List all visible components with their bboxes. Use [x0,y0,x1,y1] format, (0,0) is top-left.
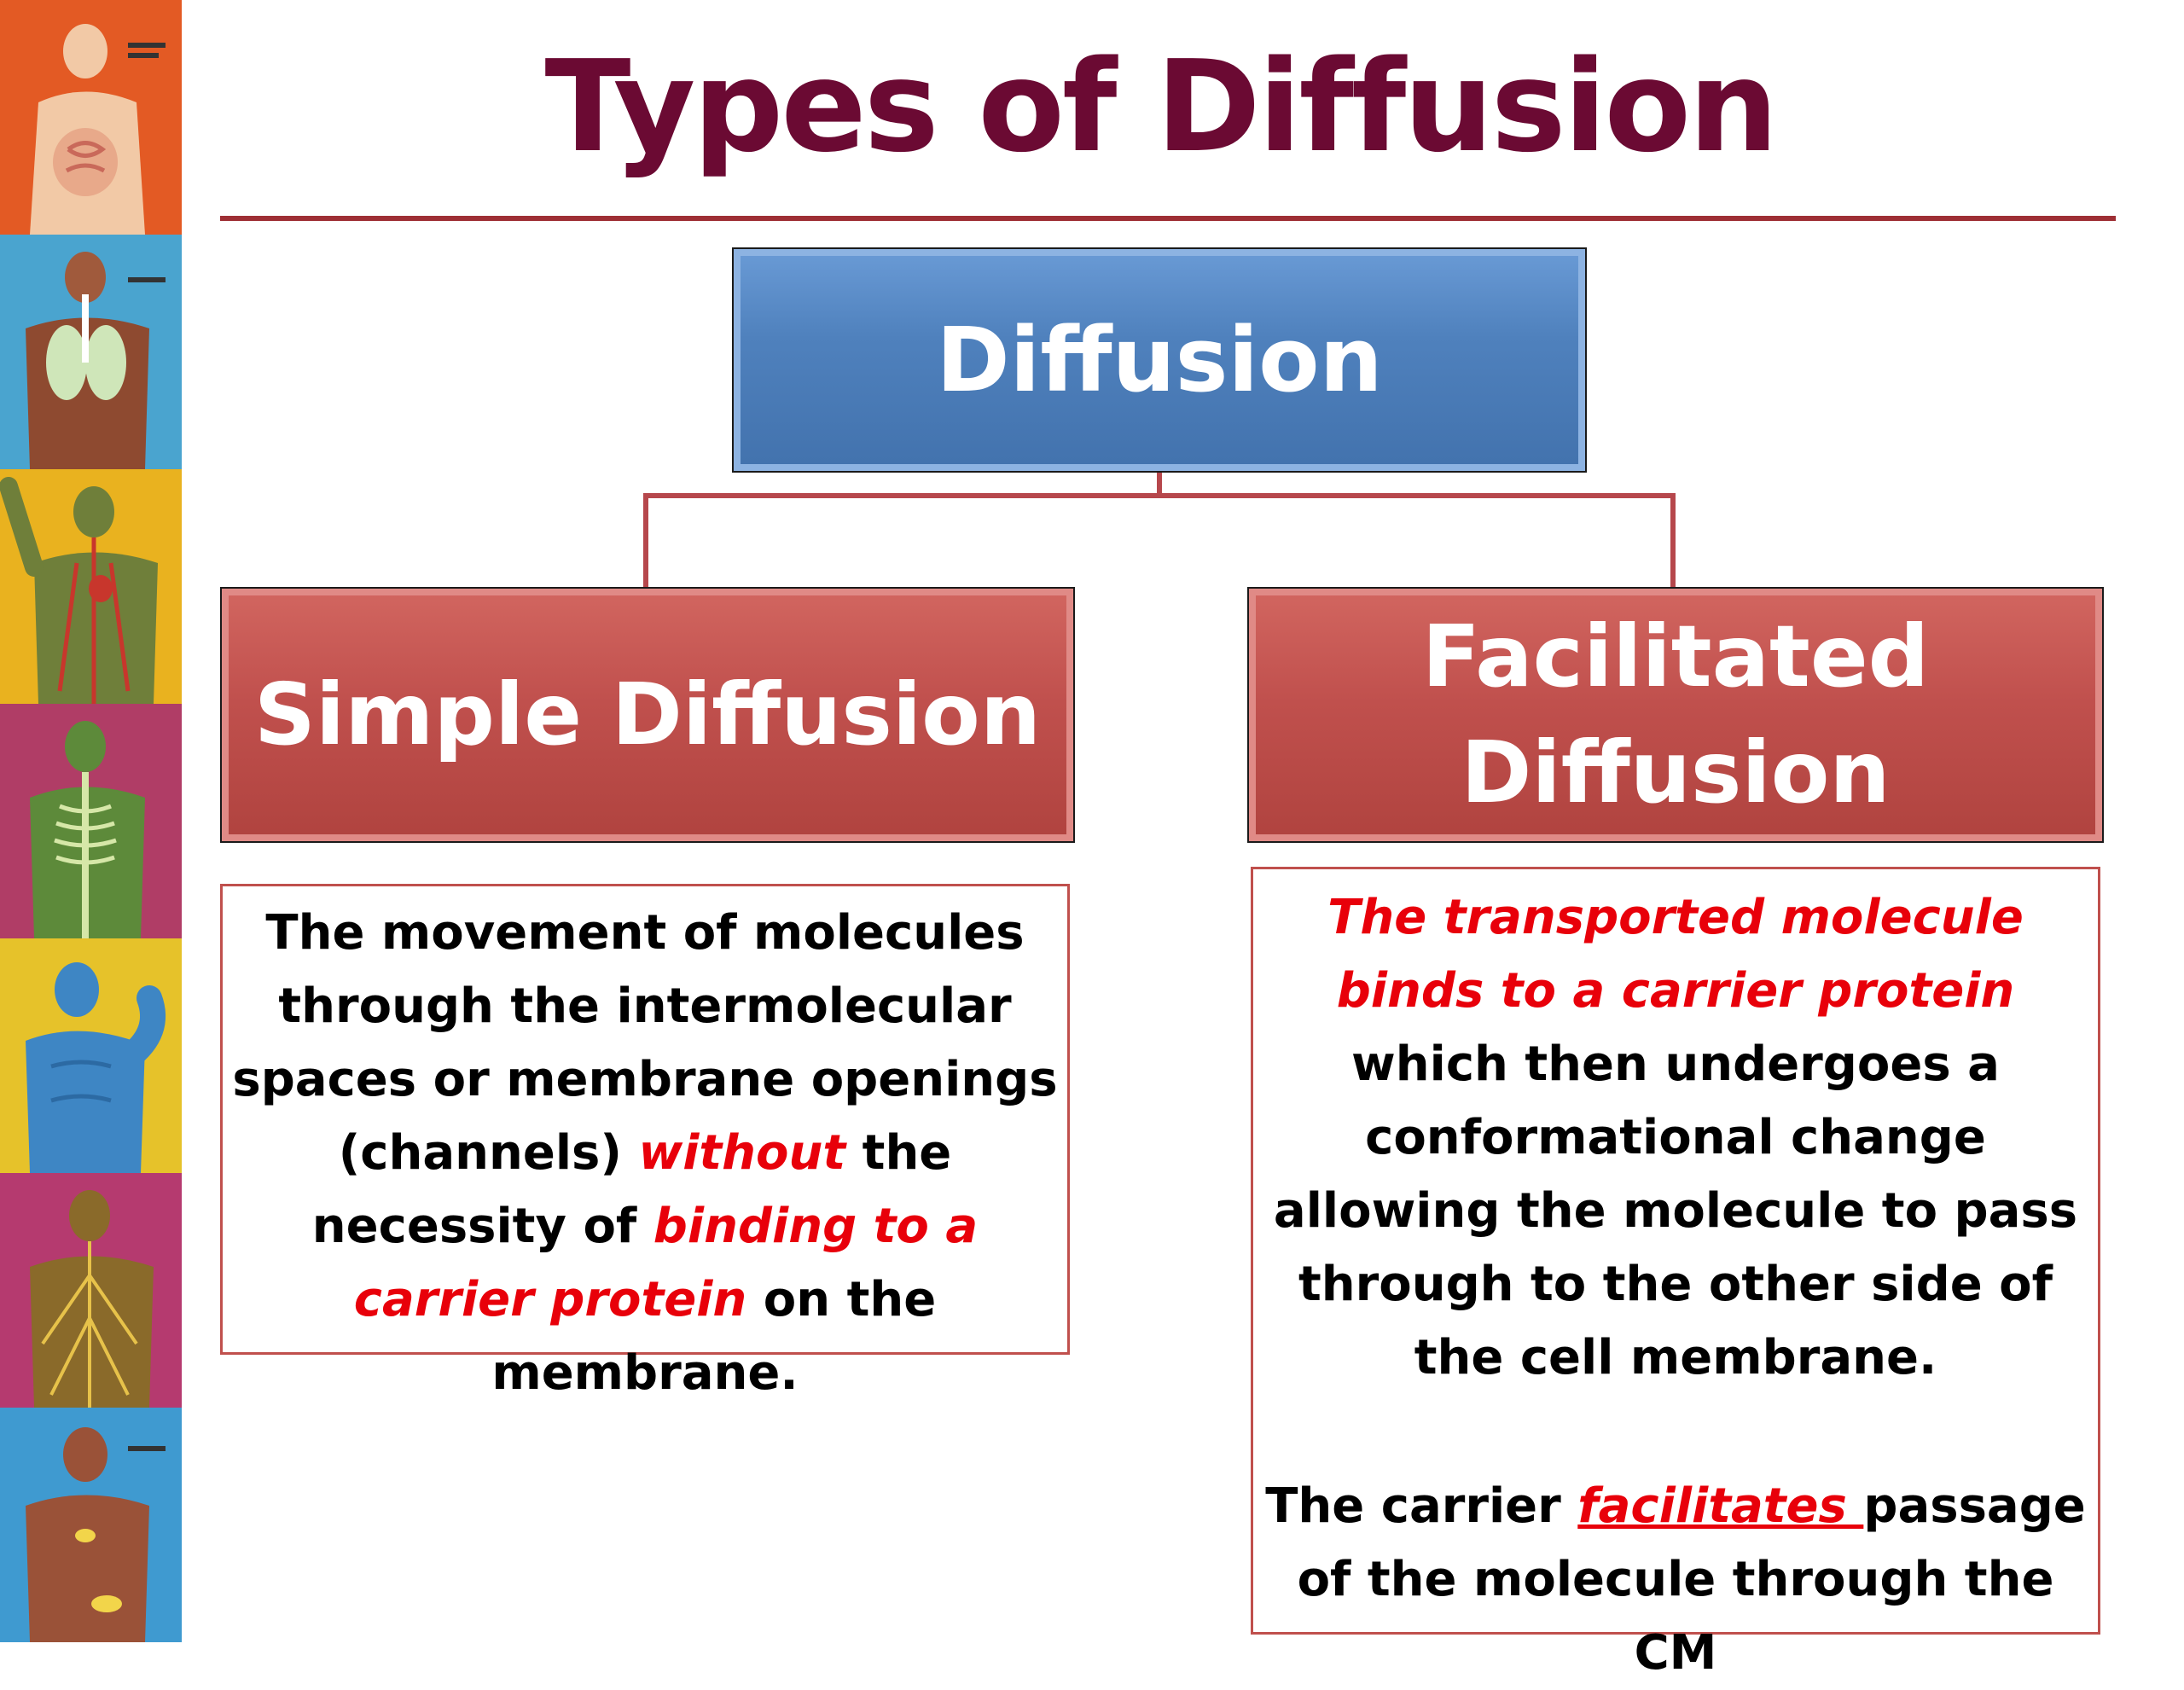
desc-text: on the membrane. [491,1272,937,1401]
connector-root-stem [1157,473,1162,495]
desc-highlight: binding to a carrier protein [353,1199,979,1327]
desc-text: The movement of molecules through the in… [232,905,1058,1181]
facilitated-paragraph-1: The transported molecule binds to a carr… [1253,881,2098,1395]
simple-diffusion-description: The movement of molecules through the in… [220,884,1070,1401]
desc-text: The carrier [1265,1478,1578,1534]
facilitated-label-line1: Facilitated [1421,607,1930,706]
circulatory-system-figure-icon [0,469,182,704]
facilitated-label-line2: Diffusion [1461,723,1891,822]
nervous-system-panel [0,1173,182,1408]
connector-left-drop [643,493,648,587]
endocrine-system-figure-icon [0,1408,182,1642]
diffusion-root-label: Diffusion [936,308,1383,412]
desc-text: which then undergoes a conformational ch… [1273,1037,2078,1385]
facilitated-diffusion-description: The transported molecule binds to a carr… [1251,867,2100,1681]
desc-text: the necessity of [311,1125,952,1254]
desc-highlight: The transported molecule binds to a carr… [1327,890,2024,1019]
simple-diffusion-box: Simple Diffusion [220,587,1075,843]
facilitated-paragraph-2: The carrier facilitates passage of the m… [1253,1470,2098,1690]
connector-horizontal [643,493,1676,498]
skeletal-system-panel [0,704,182,938]
desc-highlight-underlined: facilitates [1577,1478,1864,1534]
skeletal-system-figure-icon [0,704,182,938]
diffusion-root-box: Diffusion [732,247,1587,473]
simple-diffusion-label: Simple Diffusion [253,665,1042,764]
slide-title: Types of Diffusion [544,33,1779,180]
respiratory-system-figure-icon [0,235,182,469]
facilitated-diffusion-label: Facilitated Diffusion [1422,599,1930,831]
desc-highlight: without [638,1125,846,1181]
connector-right-drop [1670,493,1676,587]
muscular-system-figure-icon [0,938,182,1173]
endocrine-system-panel [0,1408,182,1642]
nervous-system-figure-icon [0,1173,182,1408]
digestive-system-panel [0,0,182,235]
respiratory-system-panel [0,235,182,469]
muscular-system-panel [0,938,182,1173]
anatomy-poster-strip [0,0,182,1642]
circulatory-system-panel [0,469,182,704]
facilitated-diffusion-box: Facilitated Diffusion [1247,587,2104,843]
title-divider [220,216,2116,221]
digestive-system-figure-icon [0,0,182,235]
